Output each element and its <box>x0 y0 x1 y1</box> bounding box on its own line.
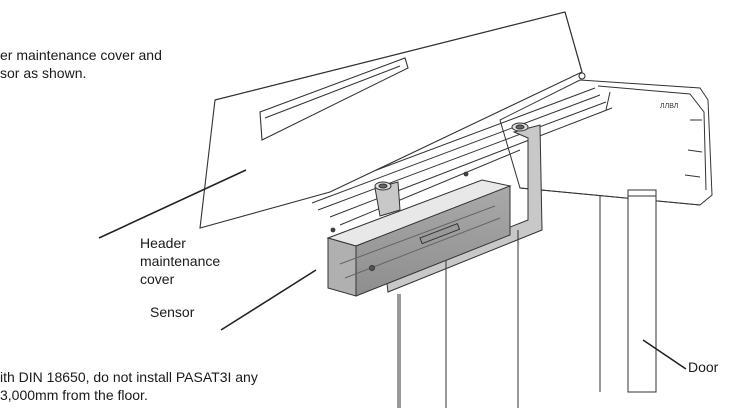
door-leader-line <box>642 339 687 370</box>
leader-lines <box>98 169 687 370</box>
header-frame: ЛЛВЛ <box>499 79 713 206</box>
cover-label-line: maintenance <box>140 253 221 269</box>
cover-label-line: Header <box>140 235 186 251</box>
cover-label-line: cover <box>140 271 175 287</box>
cover-leader-line <box>98 169 247 239</box>
sensor-leader-line <box>220 269 317 331</box>
header-maintenance-cover <box>199 11 586 229</box>
track-rails <box>309 87 613 226</box>
door <box>397 189 657 408</box>
svg-text:ЛЛВЛ: ЛЛВЛ <box>660 103 679 110</box>
instruction-line: er maintenance cover and <box>0 47 162 63</box>
din-note-text: ith DIN 18650, do not install PASAT3I an… <box>0 368 258 404</box>
door-label: Door <box>688 359 719 375</box>
sensor-unit <box>326 179 512 297</box>
sensor-label: Sensor <box>150 304 195 320</box>
instruction-text: er maintenance cover and sor as shown. <box>0 46 162 82</box>
note-line: 3,000mm from the floor. <box>0 387 148 403</box>
header-maintenance-cover-label: Header maintenance cover <box>140 234 250 288</box>
note-line: ith DIN 18650, do not install PASAT3I an… <box>0 369 258 385</box>
instruction-line: sor as shown. <box>0 65 87 81</box>
